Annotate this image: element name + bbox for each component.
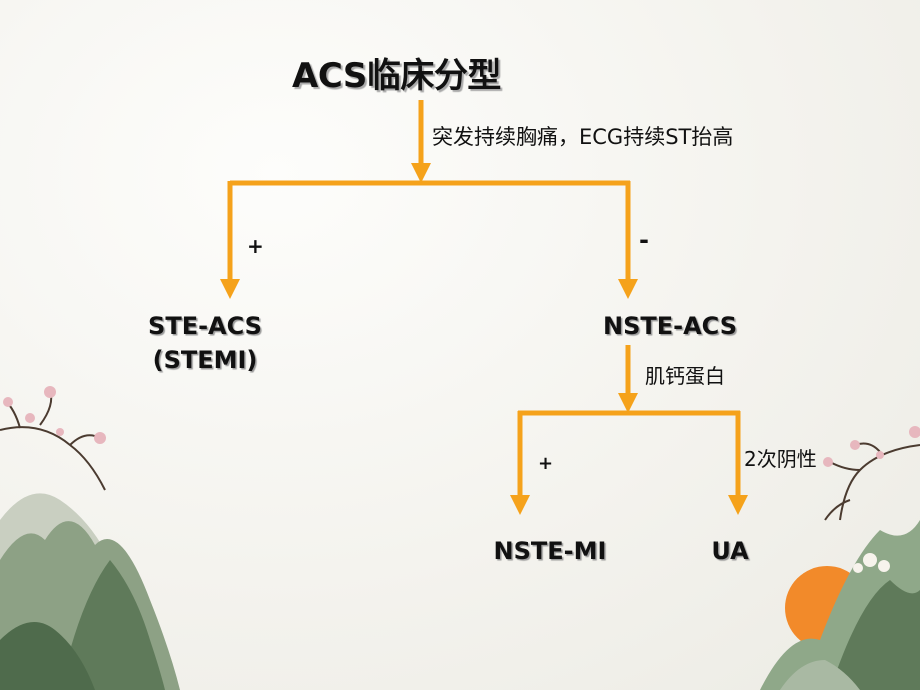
troponin-positive-label: + (538, 453, 554, 474)
node-nste-mi: NSTE-MI (493, 537, 607, 565)
node-nste-acs: NSTE-ACS (602, 312, 737, 340)
troponin-label: 肌钙蛋白 (645, 364, 725, 388)
mountains-left-icon (0, 493, 180, 690)
node-ste-acs-line2: (STEMI) (152, 346, 258, 374)
blossoms-left-icon (3, 386, 106, 444)
node-ste-acs-line1: STE-ACS (148, 312, 262, 340)
positive-sign-label: + (247, 234, 264, 258)
blossoms-right-icon (823, 426, 920, 467)
twice-negative-label: 2次阴性 (744, 447, 817, 471)
node-ua: UA (711, 537, 749, 565)
mountains-right-icon (760, 520, 920, 690)
condition-label: 突发持续胸痛，ECG持续ST抬高 (432, 125, 734, 149)
negative-sign-label: - (639, 226, 649, 254)
node-ste-acs: STE-ACS (STEMI) (120, 312, 290, 374)
diagram-title: ACS临床分型 (292, 56, 501, 96)
